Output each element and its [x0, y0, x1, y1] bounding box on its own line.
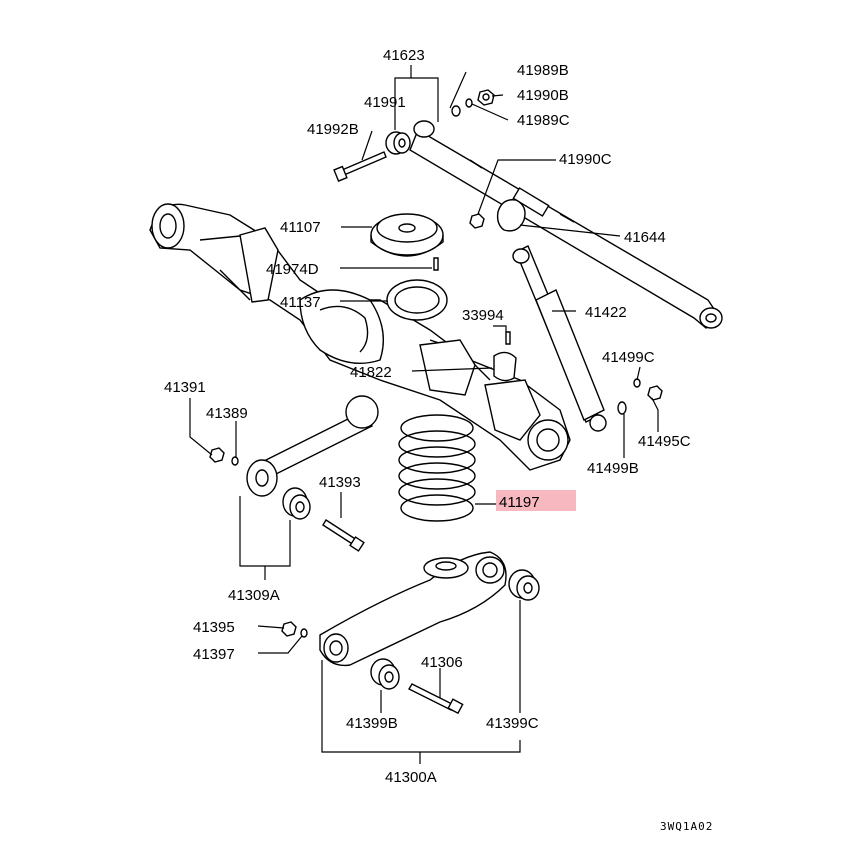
- bolt-41393[interactable]: [322, 519, 365, 552]
- shock-absorber-41422[interactable]: [512, 245, 607, 432]
- bushing-41399C[interactable]: [508, 569, 540, 601]
- bolt-41992B[interactable]: [333, 151, 387, 182]
- label-41399C[interactable]: 41399C: [486, 715, 539, 732]
- nut-41990C[interactable]: [469, 213, 485, 229]
- bump-stop-41644[interactable]: [496, 199, 526, 232]
- bolt-41306[interactable]: [408, 683, 464, 715]
- label-41395[interactable]: 41395: [193, 619, 235, 636]
- upper-arm-41309A[interactable]: [246, 395, 379, 497]
- spring-seat-41107[interactable]: [370, 213, 444, 257]
- highlight-41197: [496, 490, 576, 511]
- label-41992B[interactable]: 41992B: [307, 121, 359, 138]
- label-41990B[interactable]: 41990B: [517, 87, 569, 104]
- label-41389[interactable]: 41389: [206, 405, 248, 422]
- bushing-41991[interactable]: [385, 131, 411, 155]
- label-41393[interactable]: 41393: [319, 474, 361, 491]
- bolt-41974D[interactable]: [433, 257, 439, 271]
- label-41989C[interactable]: 41989C: [517, 112, 570, 129]
- nut-41391[interactable]: [209, 447, 225, 463]
- label-41107[interactable]: 41107: [280, 219, 321, 236]
- label-41991[interactable]: 41991: [364, 94, 406, 111]
- washer-41397[interactable]: [300, 628, 308, 638]
- label-41495C[interactable]: 41495C: [638, 433, 691, 450]
- label-41990C[interactable]: 41990C: [559, 151, 612, 168]
- part-labels: 41623 41989B 41990B 41991 41989C 41992B …: [164, 47, 713, 833]
- axle-housing[interactable]: [149, 203, 571, 471]
- label-41623[interactable]: 41623: [383, 47, 425, 64]
- washer-41389[interactable]: [231, 456, 239, 466]
- label-41399B[interactable]: 41399B: [346, 715, 398, 732]
- label-41137[interactable]: 41137: [280, 294, 321, 311]
- washers-41989[interactable]: [451, 98, 473, 117]
- label-41822[interactable]: 41822: [350, 364, 392, 381]
- spring-pad-41137[interactable]: [386, 279, 448, 321]
- lower-arm-41300A[interactable]: [319, 551, 507, 667]
- label-33994[interactable]: 33994: [462, 307, 504, 324]
- leader-lines: [189, 65, 659, 764]
- label-41989B[interactable]: 41989B: [517, 62, 569, 79]
- lateral-rod[interactable]: [409, 120, 723, 329]
- nut-41395[interactable]: [281, 621, 297, 637]
- label-41391[interactable]: 41391: [164, 379, 206, 396]
- nut-41990B[interactable]: [477, 89, 495, 106]
- label-41300A[interactable]: 41300A: [385, 769, 437, 786]
- label-41499B[interactable]: 41499B: [587, 460, 639, 477]
- label-41309A[interactable]: 41309A: [228, 587, 280, 604]
- bushing-41309A[interactable]: [282, 487, 311, 520]
- washer-41499[interactable]: [617, 378, 641, 415]
- label-41306[interactable]: 41306: [421, 654, 463, 671]
- bushing-41399B[interactable]: [370, 658, 400, 690]
- coil-spring-41197[interactable]: [398, 414, 476, 522]
- nut-41495C[interactable]: [647, 385, 663, 401]
- label-41397[interactable]: 41397: [193, 646, 235, 663]
- drawing-code: 3WQ1A02: [660, 820, 713, 833]
- bump-stop-33994[interactable]: [493, 331, 517, 382]
- label-41422[interactable]: 41422: [585, 304, 627, 321]
- label-41499C[interactable]: 41499C: [602, 349, 655, 366]
- label-41197[interactable]: 41197: [499, 494, 540, 511]
- label-41644[interactable]: 41644: [624, 229, 666, 246]
- label-41974D[interactable]: 41974D: [266, 261, 319, 278]
